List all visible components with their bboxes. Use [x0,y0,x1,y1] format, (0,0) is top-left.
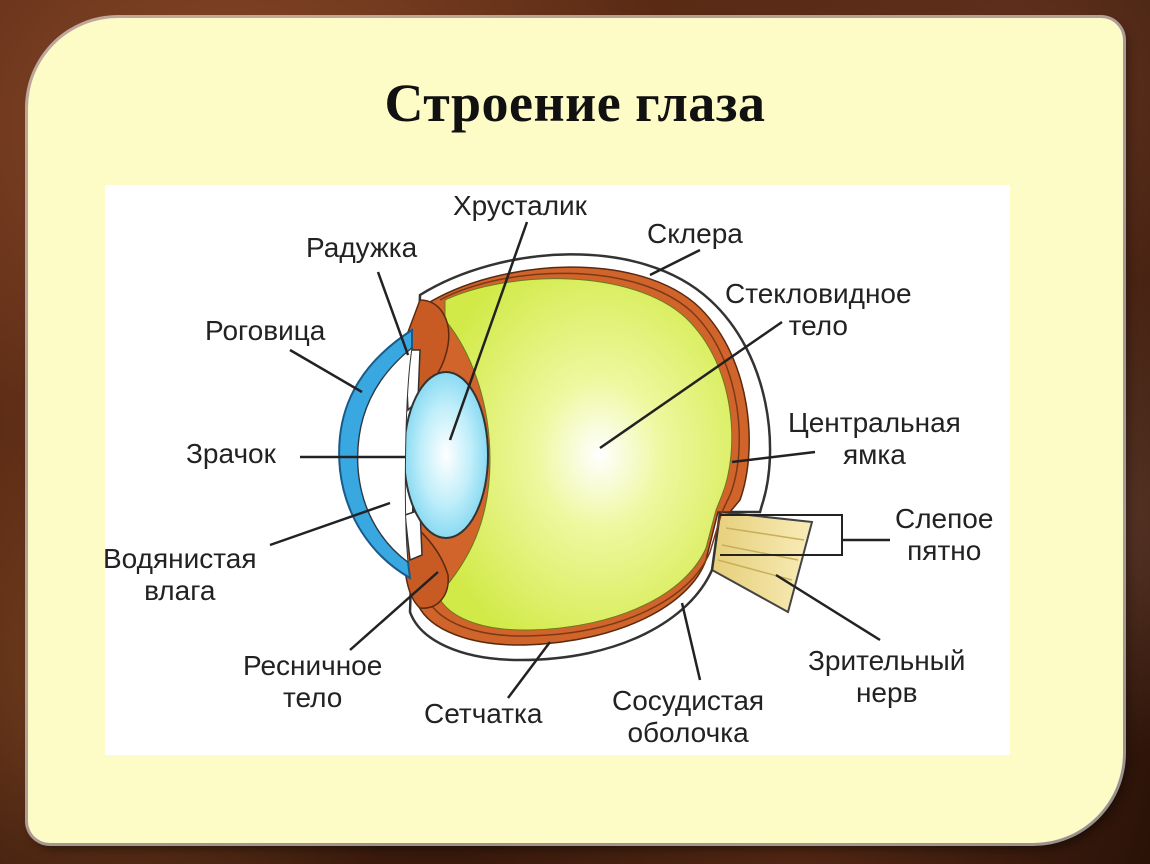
optic-nerve [710,510,814,614]
lens [403,371,489,539]
label-fovea-line1: Центральная [788,407,961,438]
label-optic-nerve: Зрительный нерв [808,645,965,709]
label-ciliary-body: Ресничное тело [243,650,382,714]
label-blind-spot-line1: Слепое [895,503,994,534]
label-retina: Сетчатка [424,698,543,729]
label-choroid: Сосудистая оболочка [612,685,764,749]
label-iris: Радужка [306,232,418,263]
label-blind-spot-line2: пятно [907,535,982,567]
label-lens: Хрусталик [453,190,587,221]
label-vitreous-body: Стекловидное тело [725,278,912,342]
label-vitreous-line2: тело [788,310,848,342]
label-ciliary-line2: тело [282,682,343,714]
label-optic-nerve-line1: Зрительный [808,645,966,676]
label-pupil: Зрачок [186,438,276,469]
label-fovea-line2: ямка [842,439,906,471]
label-aqueous-humor: Водянистая влага [103,543,256,607]
label-optic-nerve-line2: нерв [855,677,918,709]
label-aqueous-line2: влага [144,575,216,607]
retina [427,272,741,637]
label-fovea: Центральная ямка [788,407,961,471]
label-choroid-line1: Сосудистая [612,685,765,716]
page-title: Строение глаза [384,73,766,133]
label-choroid-line2: оболочка [627,717,749,749]
label-blind-spot: Слепое пятно [895,503,993,567]
pointer-lines [269,221,890,699]
label-ciliary-line1: Ресничное [243,650,383,681]
label-sclera: Склера [647,218,743,249]
label-aqueous-line1: Водянистая [103,543,257,574]
label-cornea: Роговица [205,315,326,346]
label-vitreous-line1: Стекловидное [725,278,912,309]
vitreous-body [437,278,733,631]
blind-spot-bracket [720,514,843,556]
